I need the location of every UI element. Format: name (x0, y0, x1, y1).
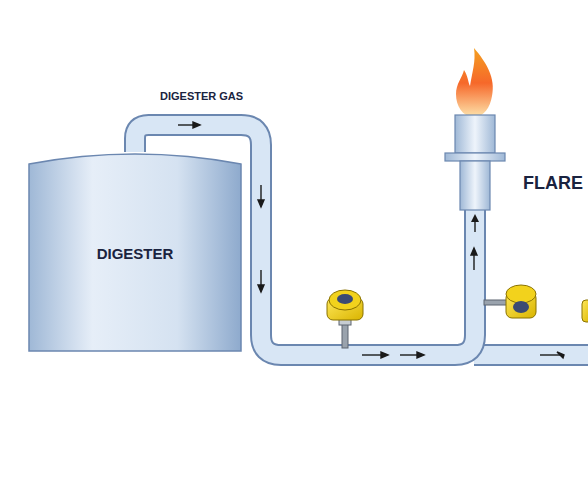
pipe-label: DIGESTER GAS (160, 90, 243, 102)
node-label: DIGESTER (97, 245, 174, 262)
digester-tank: DIGESTER (28, 142, 242, 352)
flare-outline (443, 115, 507, 210)
node-label: FLARE (523, 173, 583, 194)
flare-stack: FLARE (455, 115, 495, 210)
